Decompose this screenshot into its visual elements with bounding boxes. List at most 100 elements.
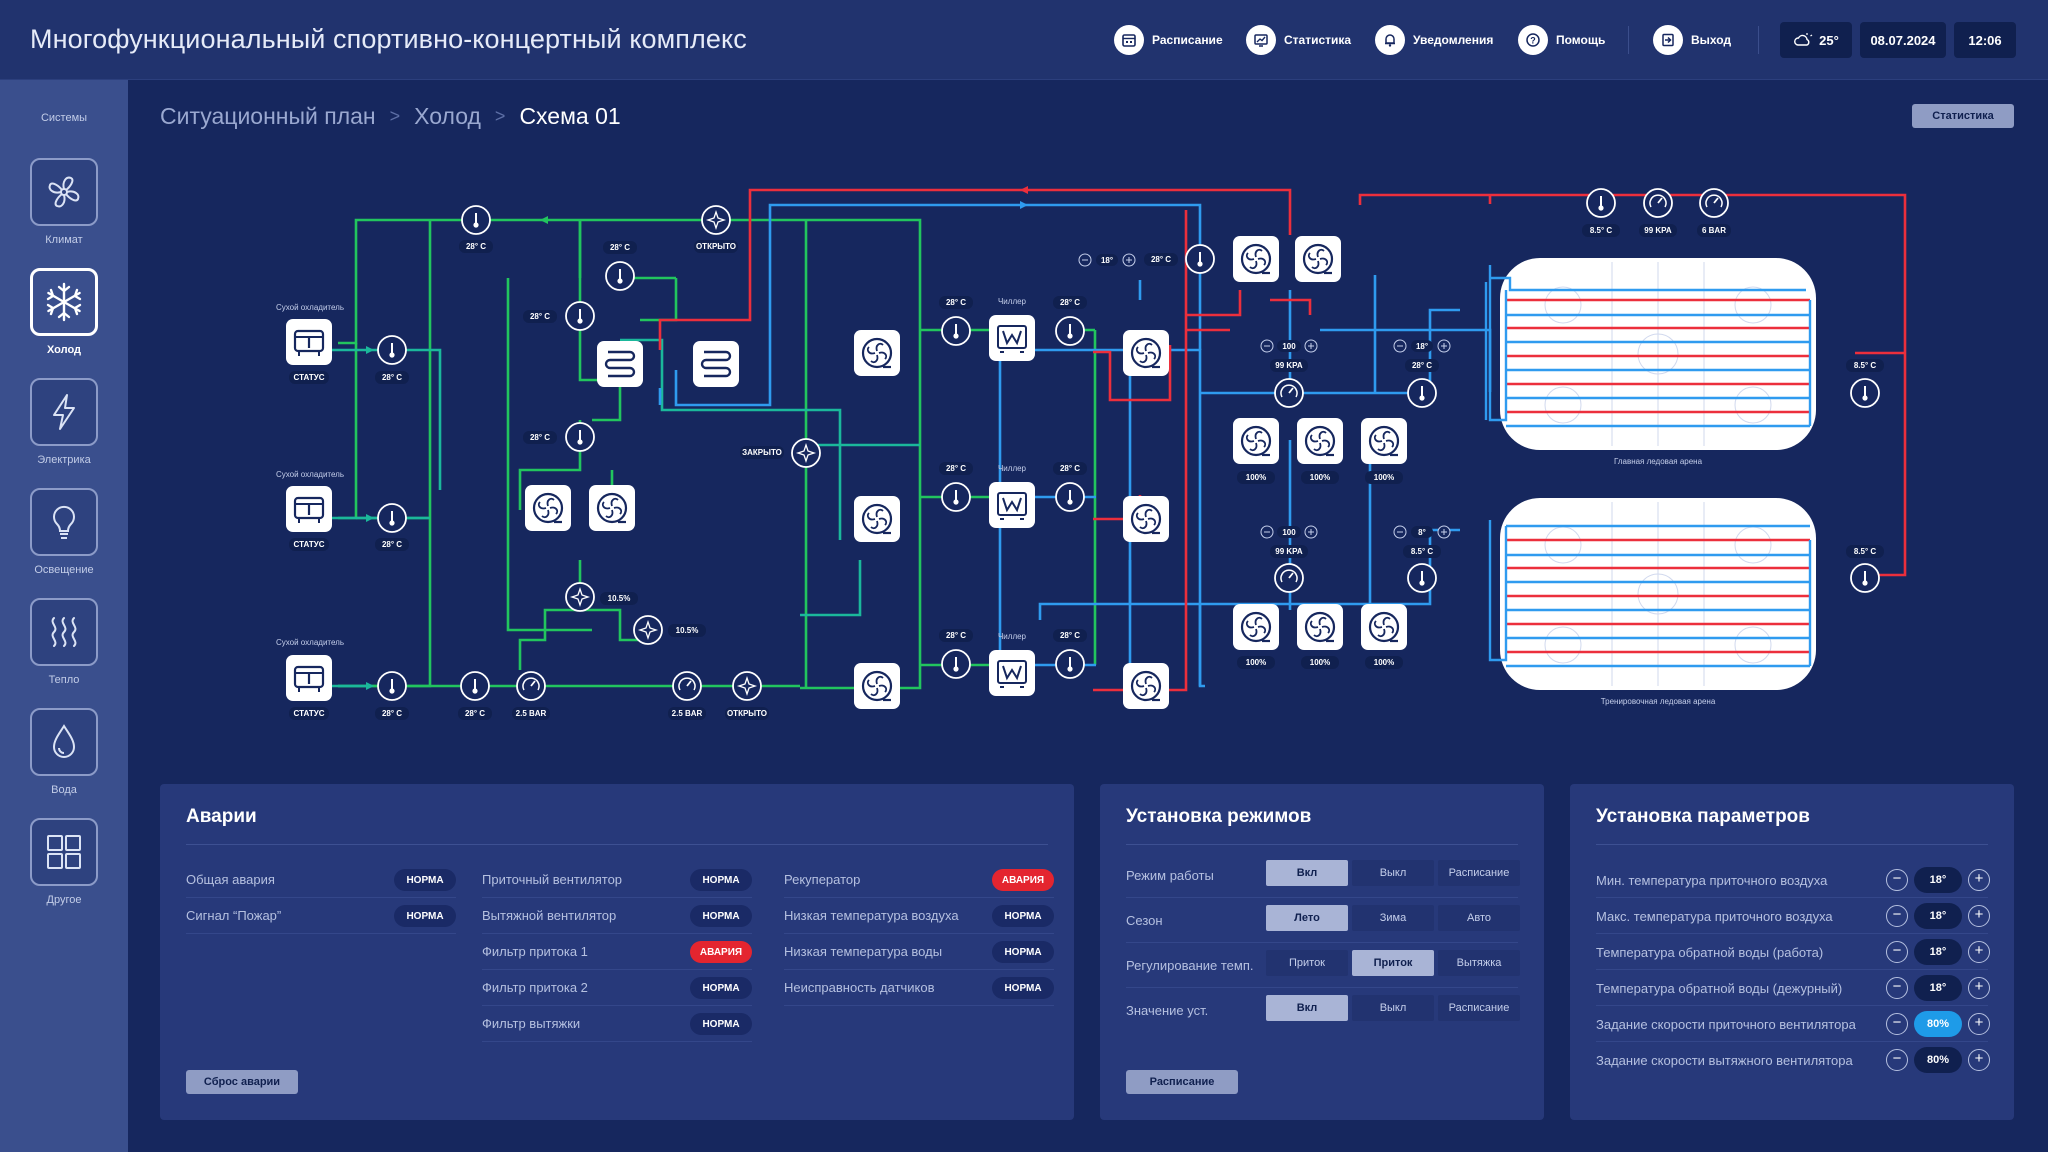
thermometer-icon[interactable] — [1055, 316, 1085, 346]
heat-exchanger-icon[interactable] — [595, 339, 645, 389]
sidebar-item-water[interactable]: Вода — [0, 708, 128, 808]
minus-icon[interactable]: − — [1886, 1013, 1908, 1035]
plus-icon[interactable]: + — [1968, 1049, 1990, 1071]
thermometer-icon[interactable] — [1185, 244, 1215, 274]
reset-alarm-button[interactable]: Сброс аварии — [186, 1070, 298, 1094]
parameter-value[interactable]: 18° — [1914, 939, 1962, 965]
help-nav[interactable]: ? Помощь — [1518, 24, 1605, 56]
sidebar-item-heat[interactable]: Тепло — [0, 598, 128, 698]
mode-option[interactable]: Вытяжка — [1438, 950, 1520, 976]
parameter-value[interactable]: 18° — [1914, 903, 1962, 929]
plus-icon[interactable]: + — [1968, 905, 1990, 927]
dry-cooler-icon[interactable] — [284, 484, 334, 534]
breadcrumb-item[interactable]: Холод — [414, 103, 481, 129]
thermometer-icon[interactable] — [377, 671, 407, 701]
chiller-icon[interactable] — [988, 649, 1036, 697]
valve-icon[interactable] — [791, 438, 821, 468]
thermometer-icon[interactable] — [377, 503, 407, 533]
thermometer-icon[interactable] — [1850, 378, 1880, 408]
arena2-temp-stepper[interactable]: 8° — [1393, 525, 1451, 539]
pump-icon[interactable] — [1293, 234, 1343, 284]
thermometer-icon[interactable] — [1850, 563, 1880, 593]
plus-icon[interactable]: + — [1968, 869, 1990, 891]
dry-cooler-icon[interactable] — [284, 653, 334, 703]
exit-nav[interactable]: Выход — [1653, 24, 1731, 56]
notifications-nav[interactable]: Уведомления — [1375, 24, 1493, 56]
mode-option[interactable]: Лето — [1266, 905, 1348, 931]
thermometer-icon[interactable] — [1407, 378, 1437, 408]
pressure-gauge-icon[interactable] — [1274, 563, 1304, 593]
parameter-value[interactable]: 80% — [1914, 1047, 1962, 1073]
mode-option[interactable]: Приток — [1352, 950, 1434, 976]
mode-option[interactable]: Выкл — [1352, 995, 1434, 1021]
mode-option[interactable]: Авто — [1438, 905, 1520, 931]
sidebar-item-lighting[interactable]: Освещение — [0, 488, 128, 588]
thermometer-icon[interactable] — [1586, 188, 1616, 218]
valve-icon[interactable] — [732, 671, 762, 701]
statistics-button[interactable]: Статистика — [1912, 104, 2014, 128]
schedule-button[interactable]: Расписание — [1126, 1070, 1238, 1094]
minus-icon[interactable]: − — [1886, 1049, 1908, 1071]
breadcrumb-item[interactable]: Ситуационный план — [160, 103, 376, 129]
pump-icon[interactable] — [1121, 328, 1171, 378]
pump-icon[interactable] — [1231, 602, 1281, 652]
chiller-icon[interactable] — [988, 481, 1036, 529]
pump-icon[interactable] — [1295, 602, 1345, 652]
thermometer-icon[interactable] — [1055, 649, 1085, 679]
statistics-nav[interactable]: Статистика — [1246, 24, 1351, 56]
pump-icon[interactable] — [852, 328, 902, 378]
sidebar-item-cold[interactable]: Холод — [0, 268, 128, 368]
mode-option[interactable]: Вкл — [1266, 860, 1348, 886]
pump-icon[interactable] — [1295, 416, 1345, 466]
thermometer-icon[interactable] — [461, 205, 491, 235]
sidebar-item-other[interactable]: Другое — [0, 818, 128, 918]
plus-icon[interactable]: + — [1968, 977, 1990, 999]
mode-option[interactable]: Выкл — [1352, 860, 1434, 886]
pressure-gauge-icon[interactable] — [1643, 188, 1673, 218]
parameter-value-highlighted[interactable]: 80% — [1914, 1011, 1962, 1037]
sidebar-item-electric[interactable]: Электрика — [0, 378, 128, 478]
mode-option[interactable]: Зима — [1352, 905, 1434, 931]
minus-icon[interactable]: − — [1886, 941, 1908, 963]
parameter-value[interactable]: 18° — [1914, 867, 1962, 893]
pressure-gauge-icon[interactable] — [1699, 188, 1729, 218]
valve-icon[interactable] — [701, 205, 731, 235]
thermometer-icon[interactable] — [1055, 482, 1085, 512]
pump-icon[interactable] — [1121, 661, 1171, 711]
valve-icon[interactable] — [565, 582, 595, 612]
thermometer-icon[interactable] — [941, 482, 971, 512]
pressure-gauge-icon[interactable] — [1274, 378, 1304, 408]
minus-icon[interactable]: − — [1886, 977, 1908, 999]
plus-icon[interactable]: + — [1968, 1013, 1990, 1035]
pump-icon[interactable] — [1231, 416, 1281, 466]
thermometer-icon[interactable] — [1407, 563, 1437, 593]
thermometer-icon[interactable] — [565, 301, 595, 331]
chiller-icon[interactable] — [988, 314, 1036, 362]
sidebar-item-climate[interactable]: Климат — [0, 158, 128, 258]
mode-option[interactable]: Расписание — [1438, 860, 1520, 886]
pump-fan-icon[interactable] — [587, 483, 637, 533]
pump-icon[interactable] — [1121, 494, 1171, 544]
pump-icon[interactable] — [1359, 602, 1409, 652]
parameter-value[interactable]: 18° — [1914, 975, 1962, 1001]
thermometer-icon[interactable] — [377, 335, 407, 365]
schedule-nav[interactable]: Расписание — [1114, 24, 1223, 56]
minus-icon[interactable]: − — [1886, 869, 1908, 891]
pressure-gauge-icon[interactable] — [672, 671, 702, 701]
thermometer-icon[interactable] — [605, 261, 635, 291]
dry-cooler-icon[interactable] — [284, 317, 334, 367]
pump-icon[interactable] — [852, 661, 902, 711]
minus-icon[interactable]: − — [1886, 905, 1908, 927]
thermometer-icon[interactable] — [565, 422, 595, 452]
thermometer-icon[interactable] — [460, 671, 490, 701]
thermometer-icon[interactable] — [941, 316, 971, 346]
arena1-temp-stepper[interactable]: 18° — [1393, 339, 1451, 353]
arena2-pump-stepper[interactable]: 100 — [1260, 525, 1318, 539]
plus-icon[interactable]: + — [1968, 941, 1990, 963]
mode-option[interactable]: Приток — [1266, 950, 1348, 976]
pump-icon[interactable] — [1359, 416, 1409, 466]
heat-exchanger-icon[interactable] — [691, 339, 741, 389]
thermometer-icon[interactable] — [941, 649, 971, 679]
arena1-pump-stepper[interactable]: 100 — [1260, 339, 1318, 353]
pressure-gauge-icon[interactable] — [516, 671, 546, 701]
